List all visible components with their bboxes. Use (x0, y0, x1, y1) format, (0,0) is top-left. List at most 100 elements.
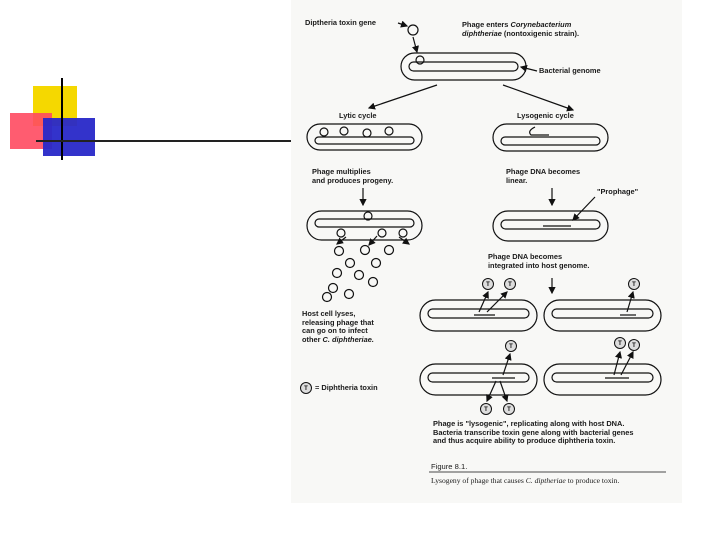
toxin-symbol: T (628, 339, 640, 351)
integrated-line-1: Phage DNA becomes (488, 252, 563, 261)
lysogen-upper-right-genome (551, 308, 654, 319)
figure-drawing: T T T T T T T T T (300, 20, 666, 473)
genome-arrow (519, 64, 538, 72)
linear-line-1: Phage DNA becomes (506, 167, 581, 176)
lytic-genome-1 (314, 136, 415, 145)
slide-decoration (10, 78, 292, 160)
organism-name: Corynebacterium (510, 20, 572, 29)
caption-text-1: Lysogeny of phage that causes (431, 476, 524, 485)
lytic-phage-c (362, 128, 372, 138)
lysogen-lower-left-genome (427, 372, 530, 383)
released-phage-2 (359, 244, 371, 256)
strain-text: (nontoxigenic strain). (503, 28, 580, 38)
toxin-gene-phage (407, 24, 419, 36)
lytic-phage-d (384, 126, 394, 136)
caption-text-2: to produce toxin. (567, 476, 620, 485)
toxin-gene-arrow (397, 20, 409, 28)
lysogen-lower-right-genome (551, 372, 654, 383)
phage-enters-arrow (411, 36, 419, 54)
lysogeny-figure: T T T T T T T T T Diptheria toxin gene P… (291, 0, 682, 503)
released-phage-1 (333, 245, 345, 257)
lysogen-upper-right (543, 299, 662, 332)
organism-name: C. diptheriae (525, 476, 566, 485)
released-phage-5 (370, 257, 382, 269)
lysogenic-genome-1 (500, 136, 601, 146)
multiplies-line-1: Phage multiplies (312, 167, 371, 176)
lysogen-lower-left (419, 363, 538, 396)
linear-line-2: linear. (506, 175, 528, 185)
released-phage-7 (353, 269, 365, 281)
lower-left-toxin-arrow-down-2 (499, 380, 509, 403)
linear-label: Phage DNA becomes linear. (506, 167, 581, 185)
lytic-phage-b (339, 126, 349, 136)
released-phage-11 (321, 291, 333, 303)
toxin-symbol: T (503, 403, 515, 415)
host-lyses-label: Host cell lyses, releasing phage that ca… (302, 309, 374, 344)
prophage-arrow (572, 196, 596, 221)
lysogen-lower-right (543, 363, 662, 396)
lysogenic-line-2: Bacteria transcribe toxin gene along wit… (433, 427, 634, 437)
lyses-line-3: can go on to infect (302, 326, 368, 336)
lytic-phage-a (319, 127, 329, 137)
lysogenic-bacterium-2 (492, 210, 609, 242)
lytic-bacterium-1 (306, 123, 423, 151)
svg-text:T: T (618, 341, 622, 347)
lysogenic-branch-arrow (502, 84, 575, 112)
lytic-phage-inner-b (377, 228, 387, 238)
release-arrow-c (398, 236, 410, 245)
lytic-bacterium-2 (306, 210, 423, 241)
lysogenic-description: Phage is "lysogenic", replicating along … (433, 419, 634, 446)
toxin-symbol: T (480, 403, 492, 415)
toxin-gene-label: Diptheria toxin gene (305, 18, 377, 27)
released-phage-4 (344, 257, 356, 269)
lyses-line-1: Host cell lyses, (302, 309, 356, 318)
released-phage-10 (343, 288, 355, 300)
lytic-phage-inner-a (336, 228, 346, 238)
initial-bacterium (400, 52, 527, 81)
svg-text:T: T (486, 282, 490, 288)
toxin-symbol: T (614, 337, 626, 349)
released-phage-3 (383, 244, 395, 256)
multiplies-label: Phage multiplies and produces progeny. (312, 167, 394, 185)
lysogenic-genome-2 (500, 219, 601, 230)
svg-text:T: T (632, 343, 636, 349)
release-arrow-a (336, 236, 347, 245)
svg-text:T: T (507, 407, 511, 413)
lyses-line-4: other (302, 334, 321, 344)
multiplies-line-2: and produces progeny. (312, 175, 394, 185)
lower-right-toxin-arrow-1 (613, 350, 622, 376)
figure-number: Figure 8.1. (431, 462, 468, 471)
lytic-phage-inner-c (398, 228, 408, 238)
integrated-label: Phage DNA becomes integrated into host g… (488, 252, 590, 270)
svg-text:T: T (484, 407, 488, 413)
release-arrow-b (368, 235, 378, 246)
initial-genome (408, 61, 519, 72)
lower-left-toxin-arrow-down-1 (486, 380, 497, 403)
lyses-line-2: releasing phage that (302, 317, 374, 327)
lytic-branch-arrow (367, 84, 438, 110)
toxin-symbol: T (504, 278, 516, 290)
lysogenic-line-1: Phage is "lysogenic", replicating along … (433, 419, 625, 428)
upper-right-toxin-arrow (626, 290, 635, 313)
organism-name: C. diphtheriae. (322, 334, 374, 344)
toxin-symbol: T (505, 340, 517, 352)
phage-enters-label: Phage enters Corynebacterium diphtheriae… (462, 20, 580, 38)
released-phage-9 (327, 282, 339, 294)
svg-text:T: T (304, 386, 308, 392)
integrated-line-2: integrated into host genome. (488, 260, 590, 270)
blue-square (43, 118, 95, 156)
released-phage-8 (367, 276, 379, 288)
figure-caption: Lysogeny of phage that causes C. dipther… (431, 476, 620, 486)
svg-text:T: T (509, 344, 513, 350)
toxin-symbol: T (482, 278, 494, 290)
upper-left-toxin-arrow-2 (486, 291, 508, 313)
toxin-symbol: T (628, 278, 640, 290)
lysogen-upper-left (419, 299, 538, 332)
svg-text:T: T (632, 282, 636, 288)
lower-left-toxin-arrow-up (502, 352, 512, 376)
svg-text:T: T (508, 282, 512, 288)
lytic-cycle-label: Lytic cycle (339, 111, 377, 120)
lysogen-upper-left-genome (427, 308, 530, 319)
bacterial-genome-label: Bacterial genome (539, 66, 601, 75)
released-phage-6 (331, 267, 343, 279)
